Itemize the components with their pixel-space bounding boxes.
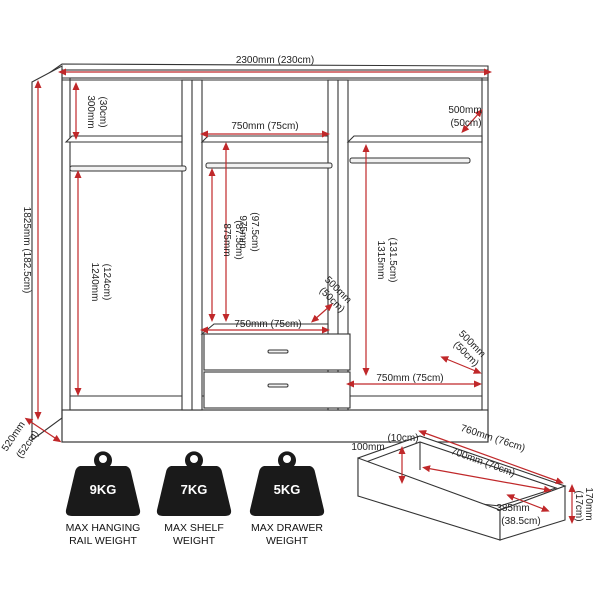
weight-value: 5KG xyxy=(274,482,301,497)
drawer-inner-depth-label-mm: 385mm xyxy=(496,503,529,514)
top-shelf-label-mm: 300mm xyxy=(85,95,96,128)
center-shelf xyxy=(200,135,329,143)
drawer-inner-width-arrow xyxy=(422,465,552,493)
left-hanging-rail xyxy=(69,165,187,172)
top-shelf-label-cm: (30cm) xyxy=(97,96,108,127)
center-975-label-mm: 975mm xyxy=(237,215,248,248)
center-base-depth-arrow xyxy=(310,303,334,323)
center-hanging-rail xyxy=(205,162,333,169)
width-label: 2300mm (230cm) xyxy=(236,55,314,66)
right-shelf xyxy=(346,135,483,143)
dimension-arrows xyxy=(24,68,492,443)
drawer-upper-handle xyxy=(267,349,289,354)
weight-caption-line1: MAX DRAWER xyxy=(251,522,323,534)
center-base-width-label: 750mm (75cm) xyxy=(234,319,301,330)
weight-value: 7KG xyxy=(181,482,208,497)
weight-icon-drawer: 5KG MAX DRAWER WEIGHT xyxy=(249,451,325,547)
drawer-depth-label-cm: (10cm) xyxy=(387,433,418,444)
drawer-height-label-mm: 170mm xyxy=(583,487,594,520)
center-975-label-cm: (97.5cm) xyxy=(249,212,260,251)
drawer-inner-depth-label-cm: (38.5cm) xyxy=(501,516,540,527)
weight-caption-line1: MAX SHELF xyxy=(164,522,224,534)
kettlebell-icon xyxy=(65,451,141,516)
right-base-width-label: 750mm (75cm) xyxy=(376,373,443,384)
weight-caption-line2: RAIL WEIGHT xyxy=(69,535,137,547)
left-hanging-label-mm: 1240mm xyxy=(89,263,100,302)
right-shelf-depth-arrow xyxy=(461,109,483,133)
drawer-lower-handle xyxy=(267,383,289,388)
center-875-label-cm: (87.5cm) xyxy=(233,220,244,259)
right-base-depth-arrow xyxy=(440,356,482,374)
drawer-depth-label-mm: 100mm xyxy=(351,442,384,453)
center-shelf-width-label: 750mm (75cm) xyxy=(231,121,298,132)
kettlebell-icon xyxy=(156,451,232,516)
right-hanging-label-cm: (131.5cm) xyxy=(387,237,398,282)
left-hanging-label-cm: (124cm) xyxy=(101,264,112,301)
right-hanging-label-mm: 1315mm xyxy=(375,241,386,280)
left-shelf xyxy=(64,135,183,143)
left-side-panel xyxy=(31,65,63,442)
weight-caption-line1: MAX HANGING xyxy=(66,522,141,534)
right-hanging-rail xyxy=(349,157,471,164)
drawer-detail: 760mm (76cm) 100mm (10cm) 700mm (70cm) 3… xyxy=(351,423,594,541)
weight-icon-hanging: 9KG MAX HANGING RAIL WEIGHT xyxy=(65,451,141,547)
weight-caption-line2: WEIGHT xyxy=(266,535,309,547)
height-label: 1825mm (182.5cm) xyxy=(21,207,32,294)
weight-icons: 9KG MAX HANGING RAIL WEIGHT 7KG MAX SHEL… xyxy=(65,451,325,547)
wardrobe-base xyxy=(61,409,489,443)
weight-value: 9KG xyxy=(90,482,117,497)
center-875-label-mm: 875mm xyxy=(221,223,232,256)
weight-icon-shelf: 7KG MAX SHELF WEIGHT xyxy=(156,451,232,547)
drawer-lower xyxy=(203,371,351,409)
right-shelf-depth-label-mm: 500mm xyxy=(448,105,481,116)
drawer-inner-depth-arrow xyxy=(506,494,550,512)
depth-arrow xyxy=(24,417,62,443)
weight-caption-line2: WEIGHT xyxy=(173,535,216,547)
right-shelf-depth-label-cm: (50cm) xyxy=(450,118,481,129)
kettlebell-icon xyxy=(249,451,325,516)
drawer-height-label-cm: (17cm) xyxy=(573,490,584,521)
